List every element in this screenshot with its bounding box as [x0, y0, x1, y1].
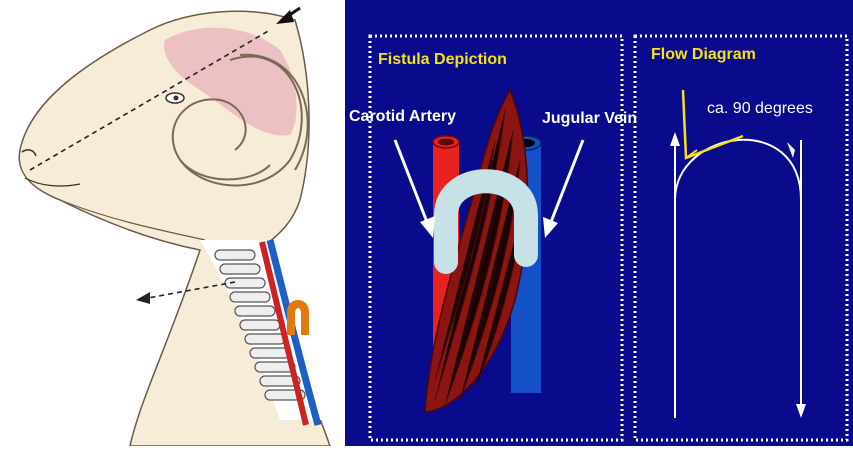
jugular-vein-label: Jugular Vein — [542, 110, 637, 128]
sheep-illustration-panel — [0, 0, 345, 446]
angle-label: ca. 90 degrees — [707, 100, 813, 118]
flow-panel-title: Flow Diagram — [651, 46, 756, 64]
diagram-slide: Fistula Depiction Carotid Artery Jugular… — [345, 0, 853, 446]
carotid-artery-label: Carotid Artery — [349, 108, 456, 126]
sheep-illustration — [0, 0, 345, 446]
fistula-panel-title: Fistula Depiction — [378, 51, 507, 69]
